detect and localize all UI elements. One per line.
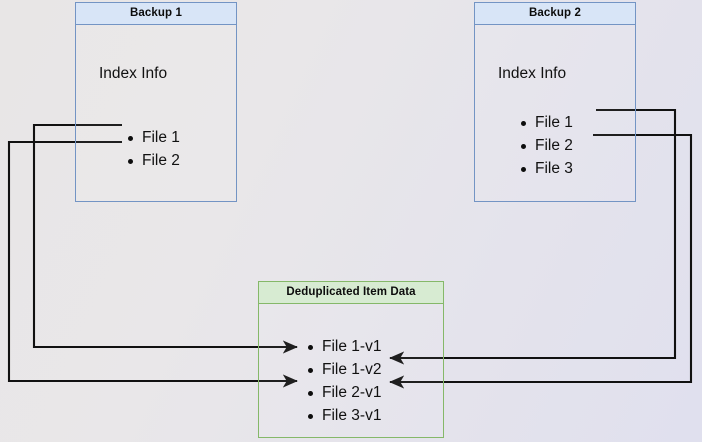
deduplicated-item-data-box[interactable]: Deduplicated Item Data File 1-v1 File 1-… xyxy=(258,281,444,438)
list-item[interactable]: File 3-v1 xyxy=(306,404,381,427)
backup-1-file-list: File 1 File 2 xyxy=(126,126,180,172)
list-item[interactable]: File 1 xyxy=(126,126,180,149)
list-item[interactable]: File 2 xyxy=(519,134,573,157)
backup-2-body: Index Info File 1 File 2 File 3 xyxy=(475,25,635,201)
deduplicated-item-data-title: Deduplicated Item Data xyxy=(259,282,443,304)
dedup-file-list: File 1-v1 File 1-v2 File 2-v1 File 3-v1 xyxy=(306,335,381,427)
list-item[interactable]: File 1-v2 xyxy=(306,358,381,381)
list-item[interactable]: File 2 xyxy=(126,149,180,172)
backup-2-file-list: File 1 File 2 File 3 xyxy=(519,111,573,180)
deduplicated-item-data-body: File 1-v1 File 1-v2 File 2-v1 File 3-v1 xyxy=(259,304,443,437)
list-item[interactable]: File 2-v1 xyxy=(306,381,381,404)
backup-1-body: Index Info File 1 File 2 xyxy=(76,25,236,201)
backup-2-title: Backup 2 xyxy=(475,3,635,25)
list-item[interactable]: File 3 xyxy=(519,157,573,180)
list-item[interactable]: File 1 xyxy=(519,111,573,134)
backup-1-index-label: Index Info xyxy=(99,65,168,82)
backup-2-box[interactable]: Backup 2 Index Info File 1 File 2 File 3 xyxy=(474,2,636,202)
list-item[interactable]: File 1-v1 xyxy=(306,335,381,358)
backup-1-box[interactable]: Backup 1 Index Info File 1 File 2 xyxy=(75,2,237,202)
backup-2-index-label: Index Info xyxy=(498,65,567,82)
backup-1-title: Backup 1 xyxy=(76,3,236,25)
